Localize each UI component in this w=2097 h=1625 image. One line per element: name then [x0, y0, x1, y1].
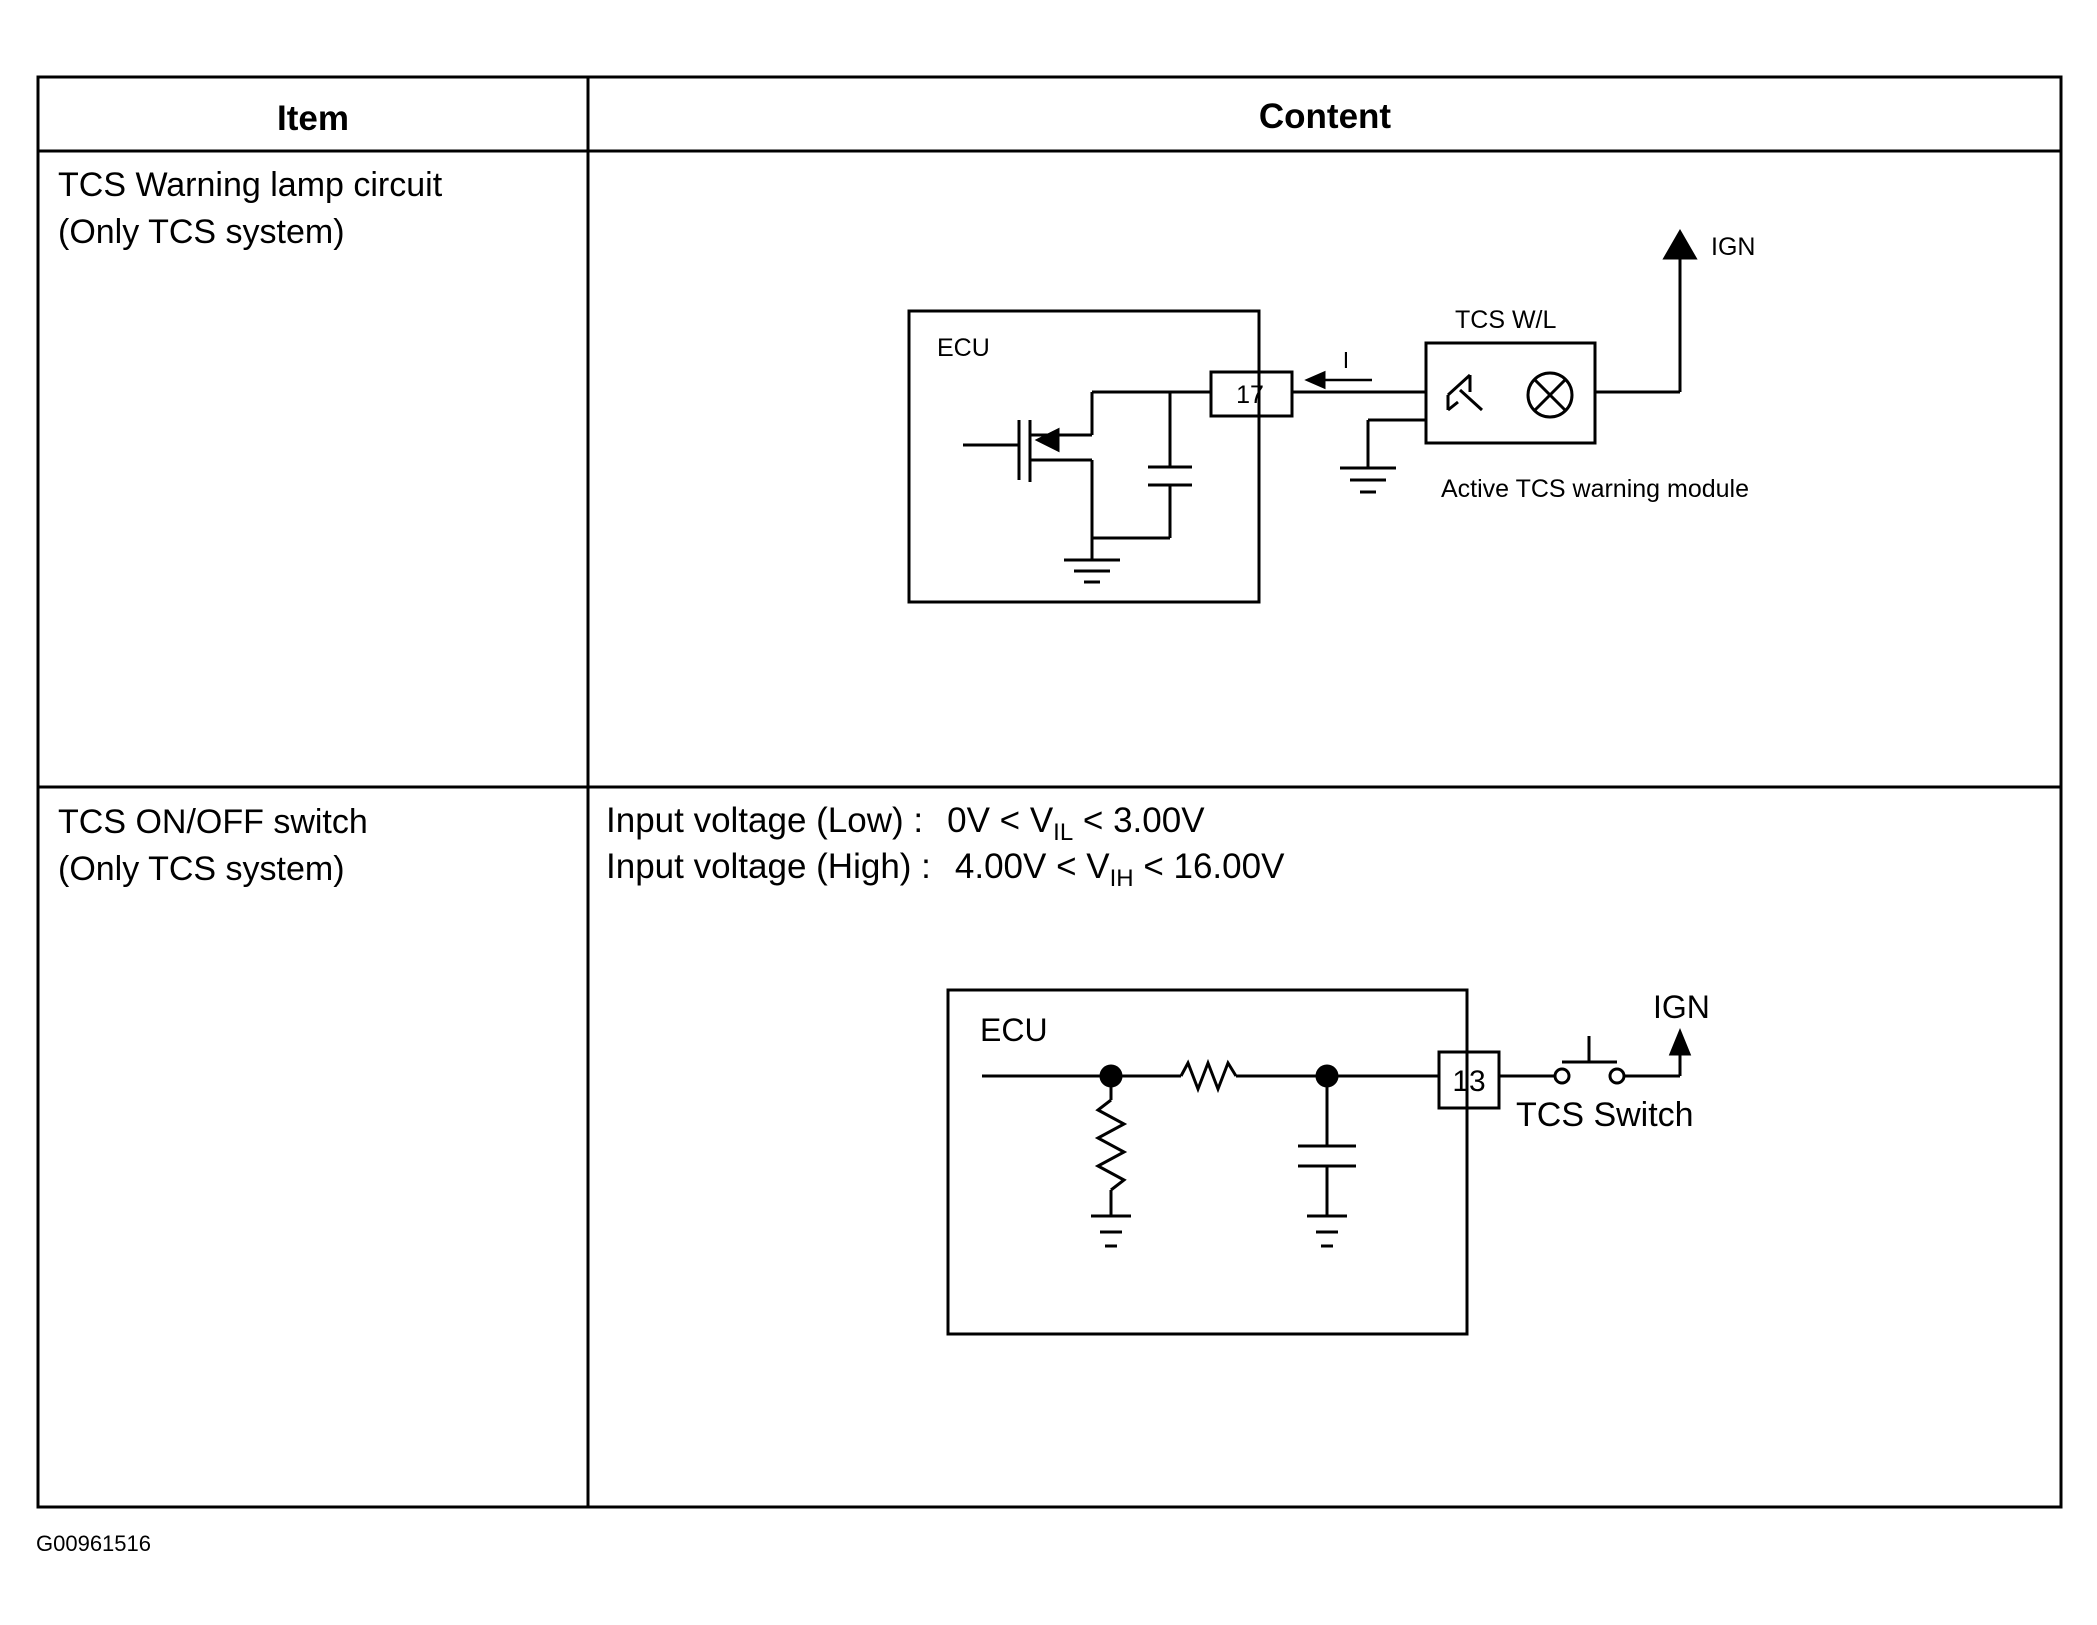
ecu-label-2: ECU: [980, 1012, 1048, 1048]
spec-high-post: < 16.00V: [1134, 847, 1285, 886]
pin-17-box: [1209, 370, 1294, 418]
ecu-box-2: [946, 988, 1469, 1336]
spec-low-pre: 0V < V: [947, 801, 1054, 840]
ign-arrow-icon: [1662, 228, 1698, 260]
warning-lamp-circuit-diagram: [907, 228, 1698, 604]
transistor-icon-b: [1458, 388, 1484, 412]
spec-low-line: Input voltage (Low) : 0V < VIL < 3.00V: [606, 801, 1205, 846]
mosfet-arrow-icon: [1034, 427, 1060, 453]
row1-item-line1: TCS Warning lamp circuit: [58, 166, 443, 204]
warning-lamp-circuit-labels: ECU 17 I TCS W/L IGN Active TCS warning …: [937, 233, 1755, 503]
current-arrow-icon: [1304, 370, 1326, 390]
spec-low-post: < 3.00V: [1073, 801, 1205, 840]
spec-low-label: Input voltage (Low) :: [606, 801, 923, 840]
spec-low-sub: IL: [1053, 819, 1073, 846]
ign-label-1: IGN: [1711, 233, 1755, 261]
pin-17-label: 17: [1236, 381, 1264, 409]
module-caption: Active TCS warning module: [1441, 475, 1749, 503]
transistor-icon-e: [1447, 400, 1459, 412]
ign-label-2: IGN: [1653, 989, 1710, 1025]
spec-high-sub: IH: [1110, 865, 1134, 892]
pin-13-box: [1437, 1050, 1501, 1110]
header-content: Content: [1259, 97, 1392, 136]
row2-item-line2: (Only TCS system): [58, 850, 345, 888]
spec-high-label: Input voltage (High) :: [606, 847, 931, 886]
pin-13-label: 13: [1452, 1065, 1485, 1098]
tcs-switch-circuit-labels: ECU 13 TCS Switch IGN: [980, 989, 1710, 1134]
figure-code: G00961516: [36, 1531, 151, 1556]
lamp-cross-b: [1533, 378, 1567, 412]
spec-high-line: Input voltage (High) : 4.00V < VIH < 16.0…: [606, 847, 1285, 892]
switch-label: TCS Switch: [1516, 1096, 1694, 1134]
row2-item-line1: TCS ON/OFF switch: [58, 803, 368, 841]
tcs-switch-circuit-diagram: [946, 988, 1692, 1336]
spec-high-pre: 4.00V < V: [955, 847, 1110, 886]
current-label-1: I: [1343, 347, 1349, 373]
header-item: Item: [277, 99, 349, 138]
module-label: TCS W/L: [1455, 306, 1556, 334]
table-border: [36, 75, 2063, 1509]
switch-contact-right: [1608, 1067, 1626, 1085]
ecu-label-1: ECU: [937, 334, 990, 362]
ign2-arrow-icon: [1668, 1028, 1692, 1056]
pulldown-resistor-icon: [1094, 1098, 1128, 1192]
transistor-icon: [1446, 373, 1472, 397]
row1-item-line2: (Only TCS system): [58, 213, 345, 251]
series-resistor-icon: [1179, 1058, 1238, 1094]
lamp-icon: [1526, 371, 1574, 419]
ecu-box: [907, 309, 1261, 604]
switch-contact-left: [1553, 1067, 1571, 1085]
table-grid: [36, 75, 2063, 1509]
